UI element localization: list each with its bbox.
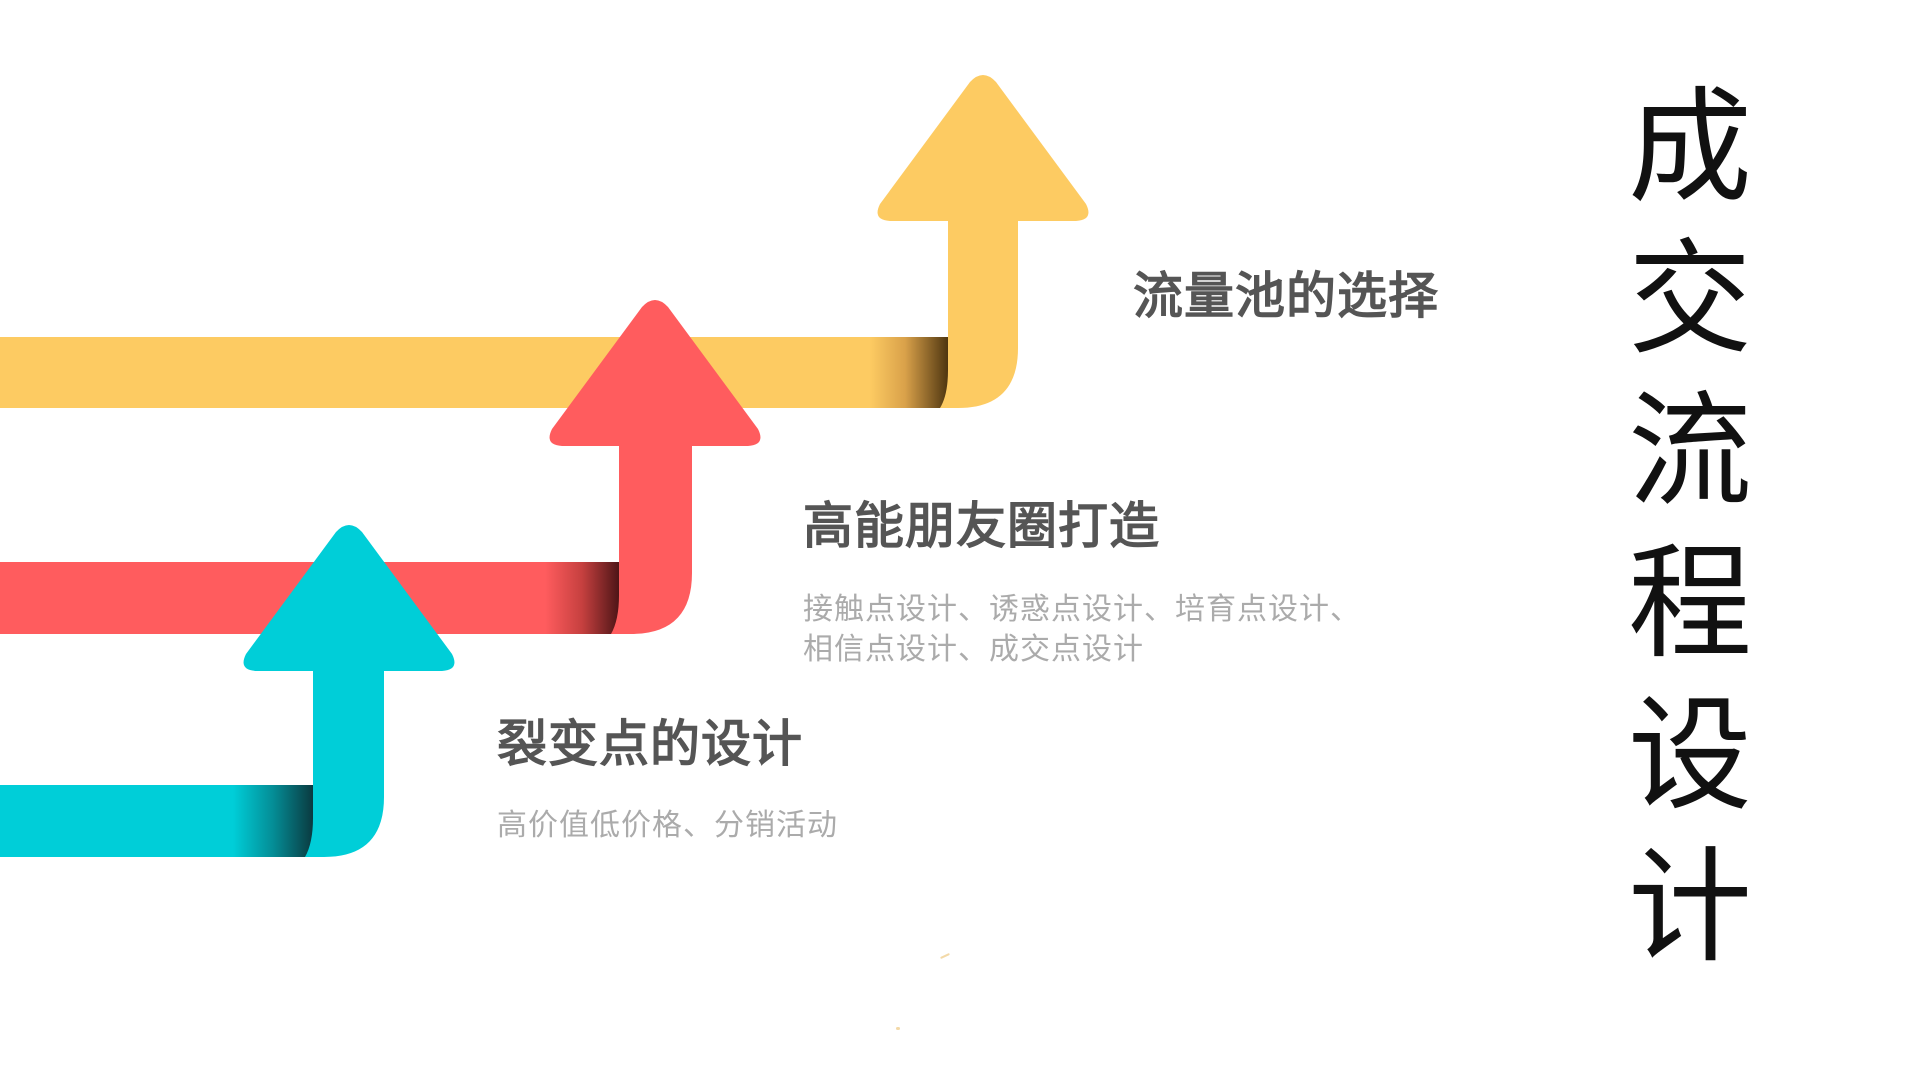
step-1-description: 高价值低价格、分销活动 [497,806,838,846]
red-shaft [611,440,692,634]
teal-band [0,785,234,857]
step-2-description: 接触点设计、诱惑点设计、培育点设计、 相信点设计、成交点设计 [803,590,1361,670]
teal-arrow-head-icon [243,525,455,671]
yellow-band [0,337,870,408]
teal-shaft [305,665,384,857]
yellow-band-fold-shadow [869,337,951,408]
main-title-char-4: 程 [1627,532,1752,676]
main-title-char-2: 交 [1627,228,1752,372]
teal-band-fold-shadow [233,785,316,857]
teal-arrow [0,525,455,857]
main-title-char-3: 流 [1627,380,1752,524]
decorative-speck [896,1027,900,1030]
red-arrow [0,300,761,634]
main-title-char-5: 设 [1627,684,1752,828]
step-1-title: 裂变点的设计 [497,715,803,773]
yellow-shaft [940,216,1018,408]
main-title-char-6: 计 [1627,836,1752,980]
step-2-title: 高能朋友圈打造 [803,497,1160,555]
yellow-arrow-head-icon [877,75,1089,221]
step-1-description-line-1: 高价值低价格、分销活动 [497,808,838,843]
step-2-description-line-1: 接触点设计、诱惑点设计、培育点设计、 [803,592,1361,627]
red-arrow-head-icon [549,300,761,446]
step-3-title: 流量池的选择 [1133,267,1439,325]
main-title-char-1: 成 [1627,76,1752,220]
yellow-arrow [0,75,1089,408]
step-2-description-line-2: 相信点设计、成交点设计 [803,632,1144,667]
main-title-vertical: 成 交 流 程 设 计 [1625,72,1755,984]
red-band-fold-shadow [545,562,622,634]
